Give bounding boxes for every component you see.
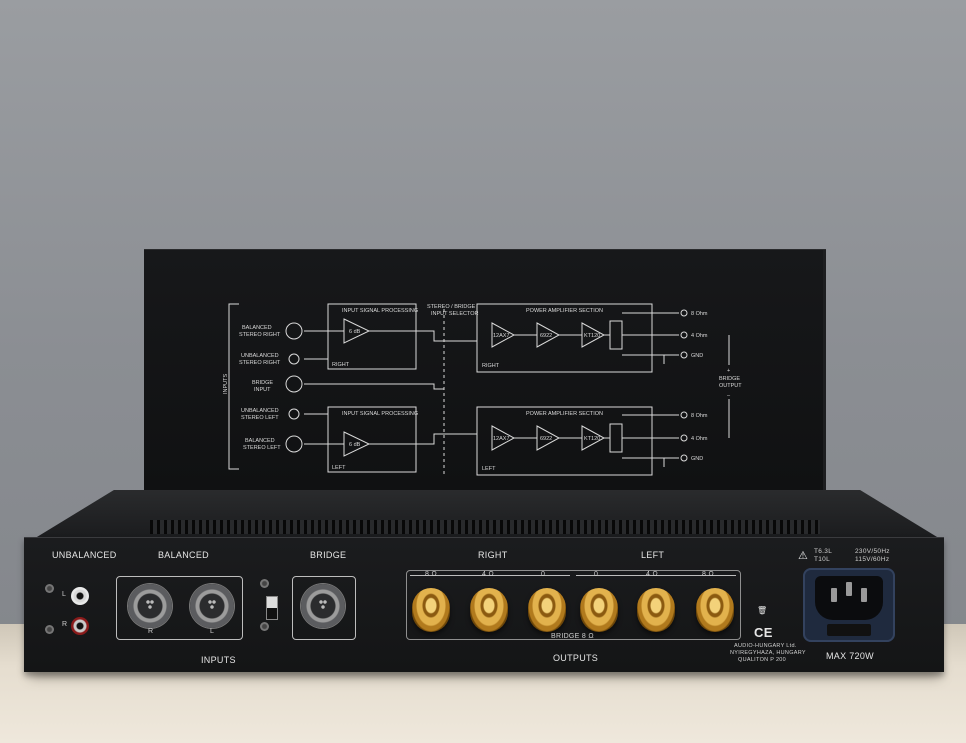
bridge-minus: – <box>727 393 731 399</box>
maker-line-3: QUALITON P 200 <box>738 657 787 663</box>
fuse-rating-1: T6.3L <box>814 548 833 555</box>
iec-socket <box>815 576 883 620</box>
upper-power-title: POWER AMPLIFIER SECTION <box>526 308 603 314</box>
panel-screw <box>260 622 269 631</box>
fuse-rating-2: T10L <box>814 556 831 563</box>
left-output-bracket <box>576 575 736 576</box>
upper-power-channel: RIGHT <box>482 363 500 369</box>
outputs-frame <box>406 570 741 640</box>
iec-pin <box>831 588 837 602</box>
left-0-label: 0 <box>594 571 599 578</box>
bridge-output-label-1: BRIDGE <box>719 376 740 382</box>
xlr-r-label: R <box>148 628 154 635</box>
left-4ohm-label: 4 Ω <box>646 571 658 578</box>
weee-bin-icon: 🗑 <box>757 606 768 615</box>
inputs-label: INPUTS <box>201 655 236 665</box>
lower-processing-title: INPUT SIGNAL PROCESSING <box>342 411 418 417</box>
speaker-post-right-0[interactable] <box>528 588 566 632</box>
ce-mark: CE <box>754 625 773 640</box>
vent-slots <box>150 520 820 534</box>
unbal-right-label-2: STEREO RIGHT <box>239 360 281 366</box>
unbalanced-label: UNBALANCED <box>52 550 117 560</box>
lower-tube-2: 6922 <box>540 436 552 442</box>
rca-left-jack[interactable] <box>71 587 89 605</box>
upper-gain: 6 dB <box>349 329 361 335</box>
right-4ohm-label: 4 Ω <box>482 571 494 578</box>
bal-right-label-1: BALANCED <box>242 325 272 331</box>
warning-icon: ⚠ <box>798 550 809 562</box>
upper-tube-2: 6922 <box>540 333 552 339</box>
iec-pin <box>846 582 852 596</box>
power-inlet[interactable] <box>803 568 895 642</box>
iec-pin <box>861 588 867 602</box>
upper-tube-1: 12AX7 <box>493 333 510 339</box>
lower-gain: 6 dB <box>349 442 361 448</box>
balanced-label: BALANCED <box>158 550 209 560</box>
right-0-label: 0 <box>541 571 546 578</box>
panel-screw <box>260 579 269 588</box>
right-channel-label: RIGHT <box>478 550 508 560</box>
xlr-bridge-input[interactable] <box>301 584 345 628</box>
amplifier-cover: INPUT SIGNAL PROCESSING INPUT SIGNAL PRO… <box>144 249 826 522</box>
rca-r-label: R <box>62 621 68 628</box>
lower-gnd: GND <box>691 456 703 462</box>
lower-out-8: 8 Ohm <box>691 413 708 419</box>
balanced-input-frame <box>116 576 243 640</box>
bridge-plus: + <box>727 368 730 374</box>
max-power-label: MAX 720W <box>826 651 874 661</box>
maker-line-1: AUDIO-HUNGARY Ltd. <box>734 643 797 649</box>
rca-l-label: L <box>62 591 67 598</box>
stereo-bridge-switch[interactable] <box>266 596 278 620</box>
panel-screw <box>45 625 54 634</box>
lower-channel: LEFT <box>332 465 346 471</box>
bal-right-label-2: STEREO RIGHT <box>239 332 281 338</box>
lower-power-channel: LEFT <box>482 466 496 472</box>
right-8ohm-label: 8 Ω <box>425 571 437 578</box>
bal-left-label-2: STEREO LEFT <box>243 445 281 451</box>
lower-power-title: POWER AMPLIFIER SECTION <box>526 411 603 417</box>
unbal-left-label-2: STEREO LEFT <box>241 415 279 421</box>
lower-out-4: 4 Ohm <box>691 436 708 442</box>
xlr-l-label: L <box>210 628 215 635</box>
xlr-left-input[interactable] <box>190 584 234 628</box>
upper-gnd: GND <box>691 353 703 359</box>
maker-line-2: NYIREGYHAZA, HUNGARY <box>730 650 806 656</box>
voltage-rating-1: 230V/50Hz <box>855 548 890 555</box>
upper-out-8: 8 Ohm <box>691 311 708 317</box>
bridge-input-label-2: INPUT <box>254 387 271 393</box>
speaker-post-left-4ohm[interactable] <box>637 588 675 632</box>
upper-channel: RIGHT <box>332 362 350 368</box>
bal-left-label-1: BALANCED <box>245 438 275 444</box>
inputs-side-label: INPUTS <box>223 374 229 395</box>
lower-tube-1: 12AX7 <box>493 436 510 442</box>
speaker-post-right-8ohm[interactable] <box>412 588 450 632</box>
block-diagram: INPUT SIGNAL PROCESSING INPUT SIGNAL PRO… <box>223 303 742 476</box>
fuse-drawer[interactable] <box>827 624 871 636</box>
outputs-label: OUTPUTS <box>553 653 599 663</box>
xlr-right-input[interactable] <box>128 584 172 628</box>
speaker-post-right-4ohm[interactable] <box>470 588 508 632</box>
bridge-8ohm-label: BRIDGE 8 Ω <box>551 633 594 640</box>
bridge-input-label-1: BRIDGE <box>252 380 273 386</box>
panel-screw <box>45 584 54 593</box>
bridge-output-label-2: OUTPUT <box>719 383 742 389</box>
selector-label-1: STEREO / BRIDGE <box>427 304 476 310</box>
voltage-rating-2: 115V/60Hz <box>855 556 890 563</box>
speaker-post-left-0[interactable] <box>580 588 618 632</box>
upper-processing-title: INPUT SIGNAL PROCESSING <box>342 308 418 314</box>
unbal-right-label-1: UNBALANCED <box>241 353 279 359</box>
left-channel-label: LEFT <box>641 550 665 560</box>
upper-out-4: 4 Ohm <box>691 333 708 339</box>
bridge-label: BRIDGE <box>310 550 347 560</box>
upper-tube-3: KT120 <box>584 333 600 339</box>
selector-label-2: INPUT SELECTOR <box>431 311 479 317</box>
unbal-left-label-1: UNBALANCED <box>241 408 279 414</box>
speaker-post-left-8ohm[interactable] <box>696 588 734 632</box>
bridge-input-frame <box>292 576 356 640</box>
left-8ohm-label: 8 Ω <box>702 571 714 578</box>
right-output-bracket <box>410 575 570 576</box>
lower-tube-3: KT120 <box>584 436 600 442</box>
rca-right-jack[interactable] <box>71 617 89 635</box>
